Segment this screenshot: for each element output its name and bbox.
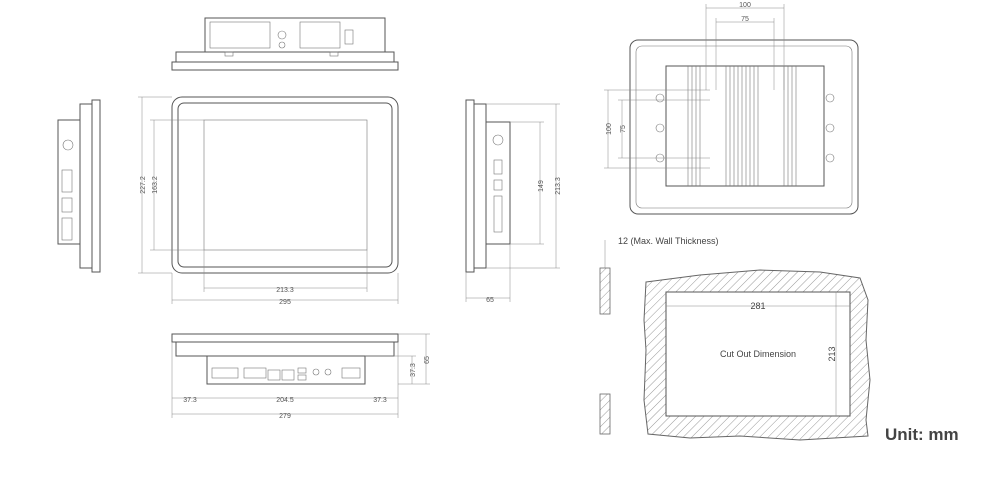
left-side-view — [57, 99, 101, 273]
dim-front-height-outer: 227.2 — [140, 176, 147, 194]
dim-side-height-outer: 213.3 — [555, 177, 562, 195]
dim-front-width-outer: 295 — [279, 299, 291, 306]
dim-bottom-height: 37.3 — [410, 363, 417, 377]
dim-cutout-height: 213 — [827, 346, 837, 361]
dim-bottom-span: 204.5 — [276, 397, 294, 404]
cutout-view: 12 (Max. Wall Thickness) 281 213 Cut Out… — [599, 236, 871, 441]
cutout-label: Cut Out Dimension — [720, 349, 796, 359]
wall-thickness-label: 12 (Max. Wall Thickness) — [618, 236, 719, 246]
unit-label: Unit: mm — [885, 425, 959, 444]
dim-bottom-offset-left: 37.3 — [183, 397, 197, 404]
bottom-view: 37.3 204.5 37.3 279 65 37.3 — [171, 333, 431, 420]
heatsink-fins — [687, 66, 797, 186]
dim-vesa-inner: 75 — [741, 16, 749, 23]
rear-view: 100 75 100 75 — [604, 2, 859, 215]
front-view: 227.2 163.2 213.3 295 — [138, 96, 399, 306]
dim-front-width-inner: 213.3 — [276, 287, 294, 294]
dim-vesa-outer-v: 100 — [606, 123, 613, 135]
dim-front-height-inner: 163.2 — [152, 176, 159, 194]
top-view — [171, 17, 399, 71]
dim-bottom-offset-right: 37.3 — [373, 397, 387, 404]
dim-side-height-inner: 149 — [538, 180, 545, 192]
dim-bottom-width: 279 — [279, 413, 291, 420]
dim-side-depth: 65 — [486, 297, 494, 304]
dim-vesa-outer: 100 — [739, 2, 751, 9]
dim-cutout-width: 281 — [750, 301, 765, 311]
dim-vesa-inner-v: 75 — [620, 125, 627, 133]
right-side-view: 213.3 149 65 — [465, 99, 562, 304]
dim-bottom-depth: 65 — [424, 356, 431, 364]
